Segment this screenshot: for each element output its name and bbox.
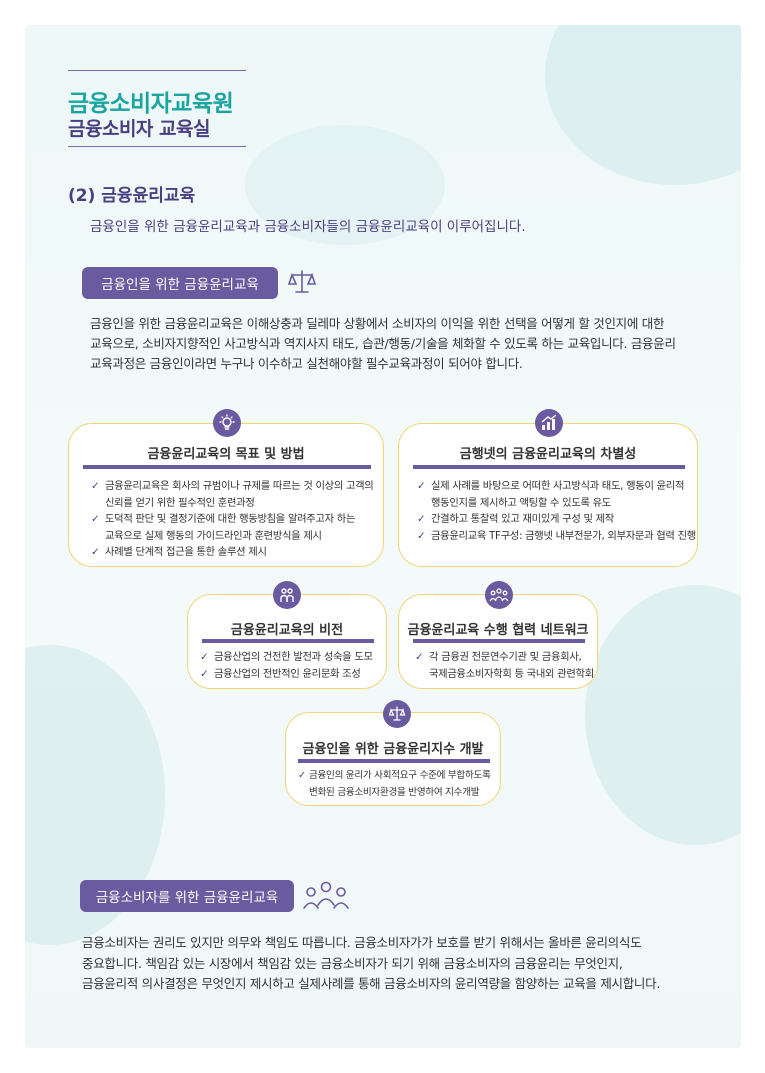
decorative-blob xyxy=(245,125,445,245)
index-list: ✓금융인의 윤리가 사회적요구 수준에 부합하도록 변화된 금융소비자환경을 반… xyxy=(298,768,500,801)
list-item: ✓실제 사례를 바탕으로 어떠한 사고방식과 태도, 행동이 윤리적 xyxy=(417,478,697,495)
check-icon: ✓ xyxy=(417,480,426,492)
check-icon: ✓ xyxy=(417,529,426,542)
box-title-bar xyxy=(413,639,585,643)
goal-method-box: 금융윤리교육의 목표 및 방법 ✓금융윤리교육은 회사의 규범이나 규제를 따르… xyxy=(68,423,384,567)
decorative-blob xyxy=(585,585,741,845)
list-item: ✓금융산업의 건전한 발전과 성숙을 도모 xyxy=(200,649,390,666)
list-item-cont: 행동인지를 제시하고 액팅할 수 있도록 유도 xyxy=(431,496,611,509)
section-title: (2) 금융윤리교육 xyxy=(68,186,196,206)
network-list: ✓각 금융권 전문연수기관 및 금융회사, 국제금융소비자학회 등 국내외 관련… xyxy=(415,649,597,682)
section-lead: 금융인을 위한 금융윤리교육과 금융소비자들의 금융윤리교육이 이루어집니다. xyxy=(90,219,526,235)
scales-icon xyxy=(383,700,411,728)
header-bottom-rule xyxy=(68,146,246,147)
box-title-bar xyxy=(202,639,374,643)
professional-ethics-paragraph: 금융인을 위한 금융윤리교육은 이해상충과 딜레마 상황에서 소비자의 이익을 … xyxy=(90,314,700,374)
paragraph-line: 교육으로, 소비자지향적인 사고방식과 역지사지 태도, 습관/행동/기술을 체… xyxy=(90,336,676,351)
list-item: ✓금융윤리교육은 회사의 규범이나 규제를 따르는 것 이상의 고객의 xyxy=(91,478,381,495)
consumer-ethics-paragraph: 금융소비자는 권리도 있지만 의무와 책임도 따릅니다. 금융소비자가가 보호를… xyxy=(82,933,712,995)
list-item: ✓사례별 단계적 접근을 통한 솔루션 제시 xyxy=(91,544,381,561)
check-icon: ✓ xyxy=(200,651,209,663)
growth-chart-icon xyxy=(535,409,563,437)
consumers-icon xyxy=(302,878,350,916)
distinct-list: ✓실제 사례를 바탕으로 어떠한 사고방식과 태도, 행동이 윤리적 행동인지를… xyxy=(417,478,697,544)
group-icon xyxy=(485,581,513,609)
pill-financial-consumers: 금융소비자를 위한 금융윤리교육 xyxy=(80,880,294,912)
list-item: ✓각 금융권 전문연수기관 및 금융회사, xyxy=(415,649,597,666)
paragraph-line: 중요합니다. 책임감 있는 시장에서 책임감 있는 금융소비자가 되기 위해 금… xyxy=(82,955,623,971)
list-item-cont: 교육으로 실제 행동의 가이드라인과 훈련방식을 제시 xyxy=(105,529,322,542)
decorative-blob xyxy=(545,25,741,185)
list-item-cont: 변화된 금융소비자환경을 반영하여 지수개발 xyxy=(309,786,480,798)
list-item-cont: 국제금융소비자학회 등 국내외 관련학회 xyxy=(429,667,594,680)
check-icon: ✓ xyxy=(417,513,426,525)
box-title: 금행넷의 금융윤리교육의 차별성 xyxy=(459,447,637,462)
distinct-box: 금행넷의 금융윤리교육의 차별성 ✓실제 사례를 바탕으로 어떠한 사고방식과 … xyxy=(398,423,698,567)
check-icon: ✓ xyxy=(200,667,209,680)
paragraph-line: 금융윤리적 의사결정은 무엇인지 제시하고 실제사례를 통해 금융소비자의 윤리… xyxy=(82,976,661,991)
scales-icon xyxy=(286,266,318,302)
goal-list: ✓금융윤리교육은 회사의 규범이나 규제를 따르는 것 이상의 고객의 신뢰를 … xyxy=(91,478,381,561)
header-top-rule xyxy=(68,70,246,71)
list-item: ✓도덕적 판단 및 결정기준에 대한 행동방침을 알려주고자 하는 xyxy=(91,511,381,528)
check-icon: ✓ xyxy=(91,546,100,558)
check-icon: ✓ xyxy=(415,651,424,663)
paragraph-line: 교육과정은 금융인이라면 누구나 이수하고 실천해야할 필수교육과정이 되어야 … xyxy=(90,356,523,371)
list-item: ✓간결하고 통찰력 있고 재미있게 구성 및 제작 xyxy=(417,511,697,528)
people-icon xyxy=(273,581,301,609)
pill-financial-professionals: 금융인을 위한 금융윤리교육 xyxy=(82,267,278,299)
box-title: 금융윤리교육 수행 협력 네트워크 xyxy=(407,623,589,638)
box-title-bar xyxy=(413,465,685,469)
list-item-cont: 신뢰를 얻기 위한 필수적인 훈련과정 xyxy=(105,496,255,509)
box-title: 금융윤리교육의 목표 및 방법 xyxy=(147,447,305,462)
page-title: 금융소비자교육원 xyxy=(68,91,234,117)
page-subtitle: 금융소비자 교육실 xyxy=(68,118,210,140)
check-icon: ✓ xyxy=(91,480,100,492)
lightbulb-icon xyxy=(213,409,241,437)
check-icon: ✓ xyxy=(298,770,306,781)
vision-list: ✓금융산업의 건전한 발전과 성숙을 도모 ✓금융산업의 전반적인 윤리문화 조… xyxy=(200,649,390,682)
vision-box: 금융윤리교육의 비전 ✓금융산업의 건전한 발전과 성숙을 도모 ✓금융산업의 … xyxy=(187,594,387,689)
list-item: ✓금융인의 윤리가 사회적요구 수준에 부합하도록 xyxy=(298,768,500,785)
list-item: ✓금융산업의 전반적인 윤리문화 조성 xyxy=(200,666,390,683)
paragraph-line: 금융인을 위한 금융윤리교육은 이해상충과 딜레마 상황에서 소비자의 이익을 … xyxy=(90,316,665,331)
check-icon: ✓ xyxy=(91,513,100,525)
box-title: 금융인을 위한 금융윤리지수 개발 xyxy=(302,742,484,757)
list-item: ✓금융윤리교육 TF구성: 금행넷 내부전문가, 외부자문과 협력 진행 xyxy=(417,528,697,545)
box-title: 금융윤리교육의 비전 xyxy=(230,623,344,638)
paragraph-line: 금융소비자는 권리도 있지만 의무와 책임도 따릅니다. 금융소비자가가 보호를… xyxy=(82,935,642,950)
box-title-bar xyxy=(83,465,371,469)
network-box: 금융윤리교육 수행 협력 네트워크 ✓각 금융권 전문연수기관 및 금융회사, … xyxy=(398,594,598,689)
box-title-bar xyxy=(298,759,490,763)
